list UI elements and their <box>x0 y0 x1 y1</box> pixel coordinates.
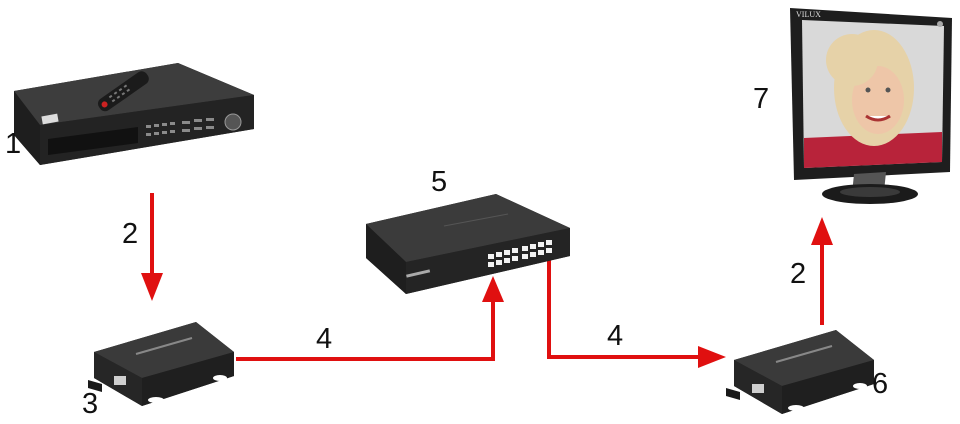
edge-label-network-left: 4 <box>316 323 333 355</box>
edge-label-hdmi-right: 2 <box>790 258 807 290</box>
node-label-transmitter: 3 <box>82 388 99 420</box>
remote-control-icon <box>97 71 149 112</box>
screen-image <box>804 30 942 168</box>
switch-ports <box>488 240 552 267</box>
node-label-receiver: 6 <box>872 368 889 400</box>
node-label-dvr: 1 <box>5 128 22 160</box>
arrow-network-left <box>236 276 504 361</box>
edge-label-network-right: 4 <box>607 320 624 352</box>
arrow-network-right <box>547 257 726 368</box>
arrow-hdmi-right <box>811 217 833 325</box>
arrow-hdmi-left <box>141 193 163 301</box>
monitor-device: VILUX <box>790 8 952 204</box>
dvr-device <box>14 63 254 165</box>
edge-label-hdmi-left: 2 <box>122 218 139 250</box>
node-label-monitor: 7 <box>753 83 770 115</box>
hdmi-receiver-device <box>726 330 874 414</box>
hdmi-transmitter-device <box>88 322 234 406</box>
node-label-switch: 5 <box>431 166 448 198</box>
monitor-brand: VILUX <box>796 10 821 19</box>
network-switch-device <box>366 194 570 294</box>
